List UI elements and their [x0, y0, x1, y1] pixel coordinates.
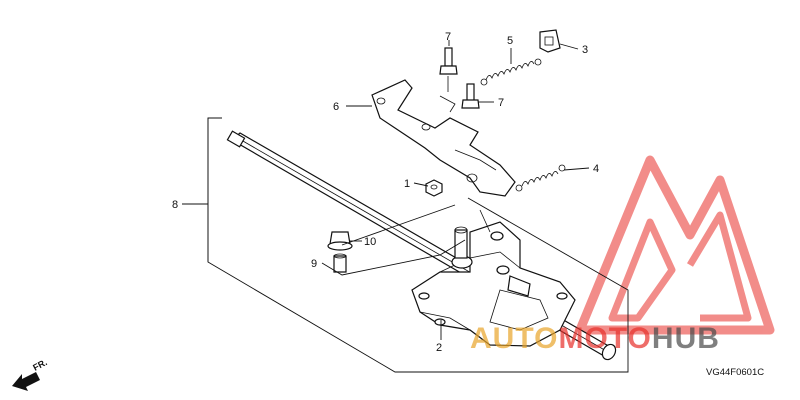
bolt-top	[439, 47, 458, 92]
callout-1: 1	[404, 178, 410, 190]
callout-9: 9	[311, 258, 317, 270]
nut-small	[425, 179, 443, 197]
transmission-housing	[411, 209, 576, 347]
callout-10: 10	[364, 236, 376, 248]
callout-7-middle: 7	[498, 97, 504, 109]
callout-8: 8	[172, 199, 178, 211]
svg-text:AUTOMOTOHUB: AUTOMOTOHUB	[470, 322, 720, 355]
spring-upper	[480, 58, 542, 86]
direction-arrow-icon	[12, 372, 40, 391]
callout-2: 2	[436, 342, 442, 354]
callout-6: 6	[333, 101, 339, 113]
callout-7-top: 7	[445, 31, 451, 43]
callout-3: 3	[582, 44, 588, 56]
callout-4: 4	[593, 163, 599, 175]
spring-lower	[515, 164, 566, 192]
watermark-text: AUTOMOTOHUB	[470, 322, 720, 355]
direction-label: FR.	[31, 357, 48, 373]
watermark-hub: HUB	[652, 322, 720, 355]
nut-flange	[327, 231, 353, 251]
watermark-auto: AUTO	[470, 322, 558, 355]
drawing-code: VG44F0601C	[706, 367, 764, 378]
watermark-moto: MOTO	[558, 322, 651, 355]
assembly-boundary	[207, 117, 629, 373]
callout-labels: 1 2 3 4 5 6 7 7 8 9 10	[172, 31, 599, 354]
bracket	[371, 79, 516, 197]
clip	[539, 29, 561, 53]
bolt-middle	[461, 83, 480, 109]
leader-lines	[182, 40, 590, 340]
watermark-logo	[575, 155, 775, 335]
callout-5: 5	[507, 35, 513, 47]
collar	[333, 253, 347, 273]
direction-marker: FR.	[12, 357, 49, 391]
